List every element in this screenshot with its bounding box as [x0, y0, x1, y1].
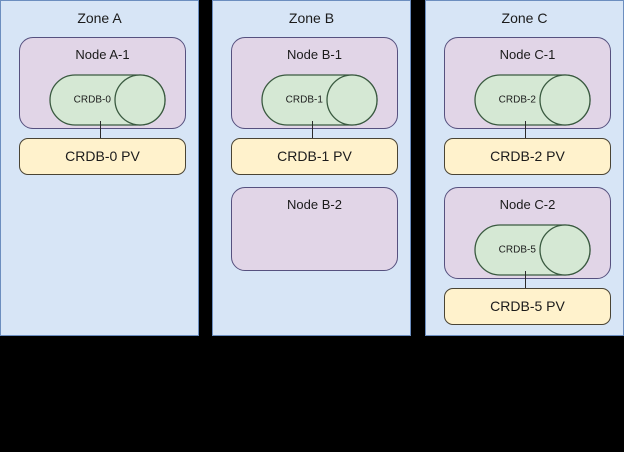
node-box-c-2: Node C-2 CRDB-5 [444, 187, 611, 279]
crdb-cylinder-2: CRDB-2 [474, 74, 591, 126]
pv-box-crdb-0: CRDB-0 PV [19, 138, 186, 175]
connector-c-5 [525, 271, 526, 294]
zone-panel-c: Zone C Node C-1 CRDB-2 CRDB-2 PV Node C-… [425, 0, 624, 336]
pv-label-crdb-1: CRDB-1 PV [277, 148, 352, 164]
crdb-cylinder-0: CRDB-0 [49, 74, 166, 126]
crdb-cylinder-1: CRDB-1 [261, 74, 378, 126]
pv-label-crdb-0: CRDB-0 PV [65, 148, 140, 164]
zone-title-a: Zone A [77, 10, 122, 26]
pv-box-crdb-2: CRDB-2 PV [444, 138, 611, 175]
node-box-a-1: Node A-1 CRDB-0 [19, 37, 186, 129]
connector-a-0 [100, 121, 101, 144]
zone-panel-a: Zone A Node A-1 CRDB-0 CRDB-0 PV [0, 0, 199, 336]
node-title-b-2: Node B-2 [287, 197, 342, 212]
pv-box-crdb-5: CRDB-5 PV [444, 288, 611, 325]
node-box-b-2: Node B-2 [231, 187, 398, 271]
node-box-c-1: Node C-1 CRDB-2 [444, 37, 611, 129]
node-title-c-2: Node C-2 [499, 197, 556, 212]
crdb-cylinder-5: CRDB-5 [474, 224, 591, 276]
zone-title-c: Zone C [501, 10, 548, 26]
pv-label-crdb-2: CRDB-2 PV [490, 148, 565, 164]
connector-c-2 [525, 121, 526, 144]
node-title-a-1: Node A-1 [75, 47, 130, 62]
zone-title-b: Zone B [288, 10, 335, 26]
connector-b-1 [312, 121, 313, 144]
zone-panel-b: Zone B Node B-1 CRDB-1 CRDB-1 PV Node B-… [212, 0, 411, 336]
node-box-b-1: Node B-1 CRDB-1 [231, 37, 398, 129]
pv-box-crdb-1: CRDB-1 PV [231, 138, 398, 175]
pv-label-crdb-5: CRDB-5 PV [490, 298, 565, 314]
node-title-b-1: Node B-1 [287, 47, 342, 62]
node-title-c-1: Node C-1 [499, 47, 556, 62]
